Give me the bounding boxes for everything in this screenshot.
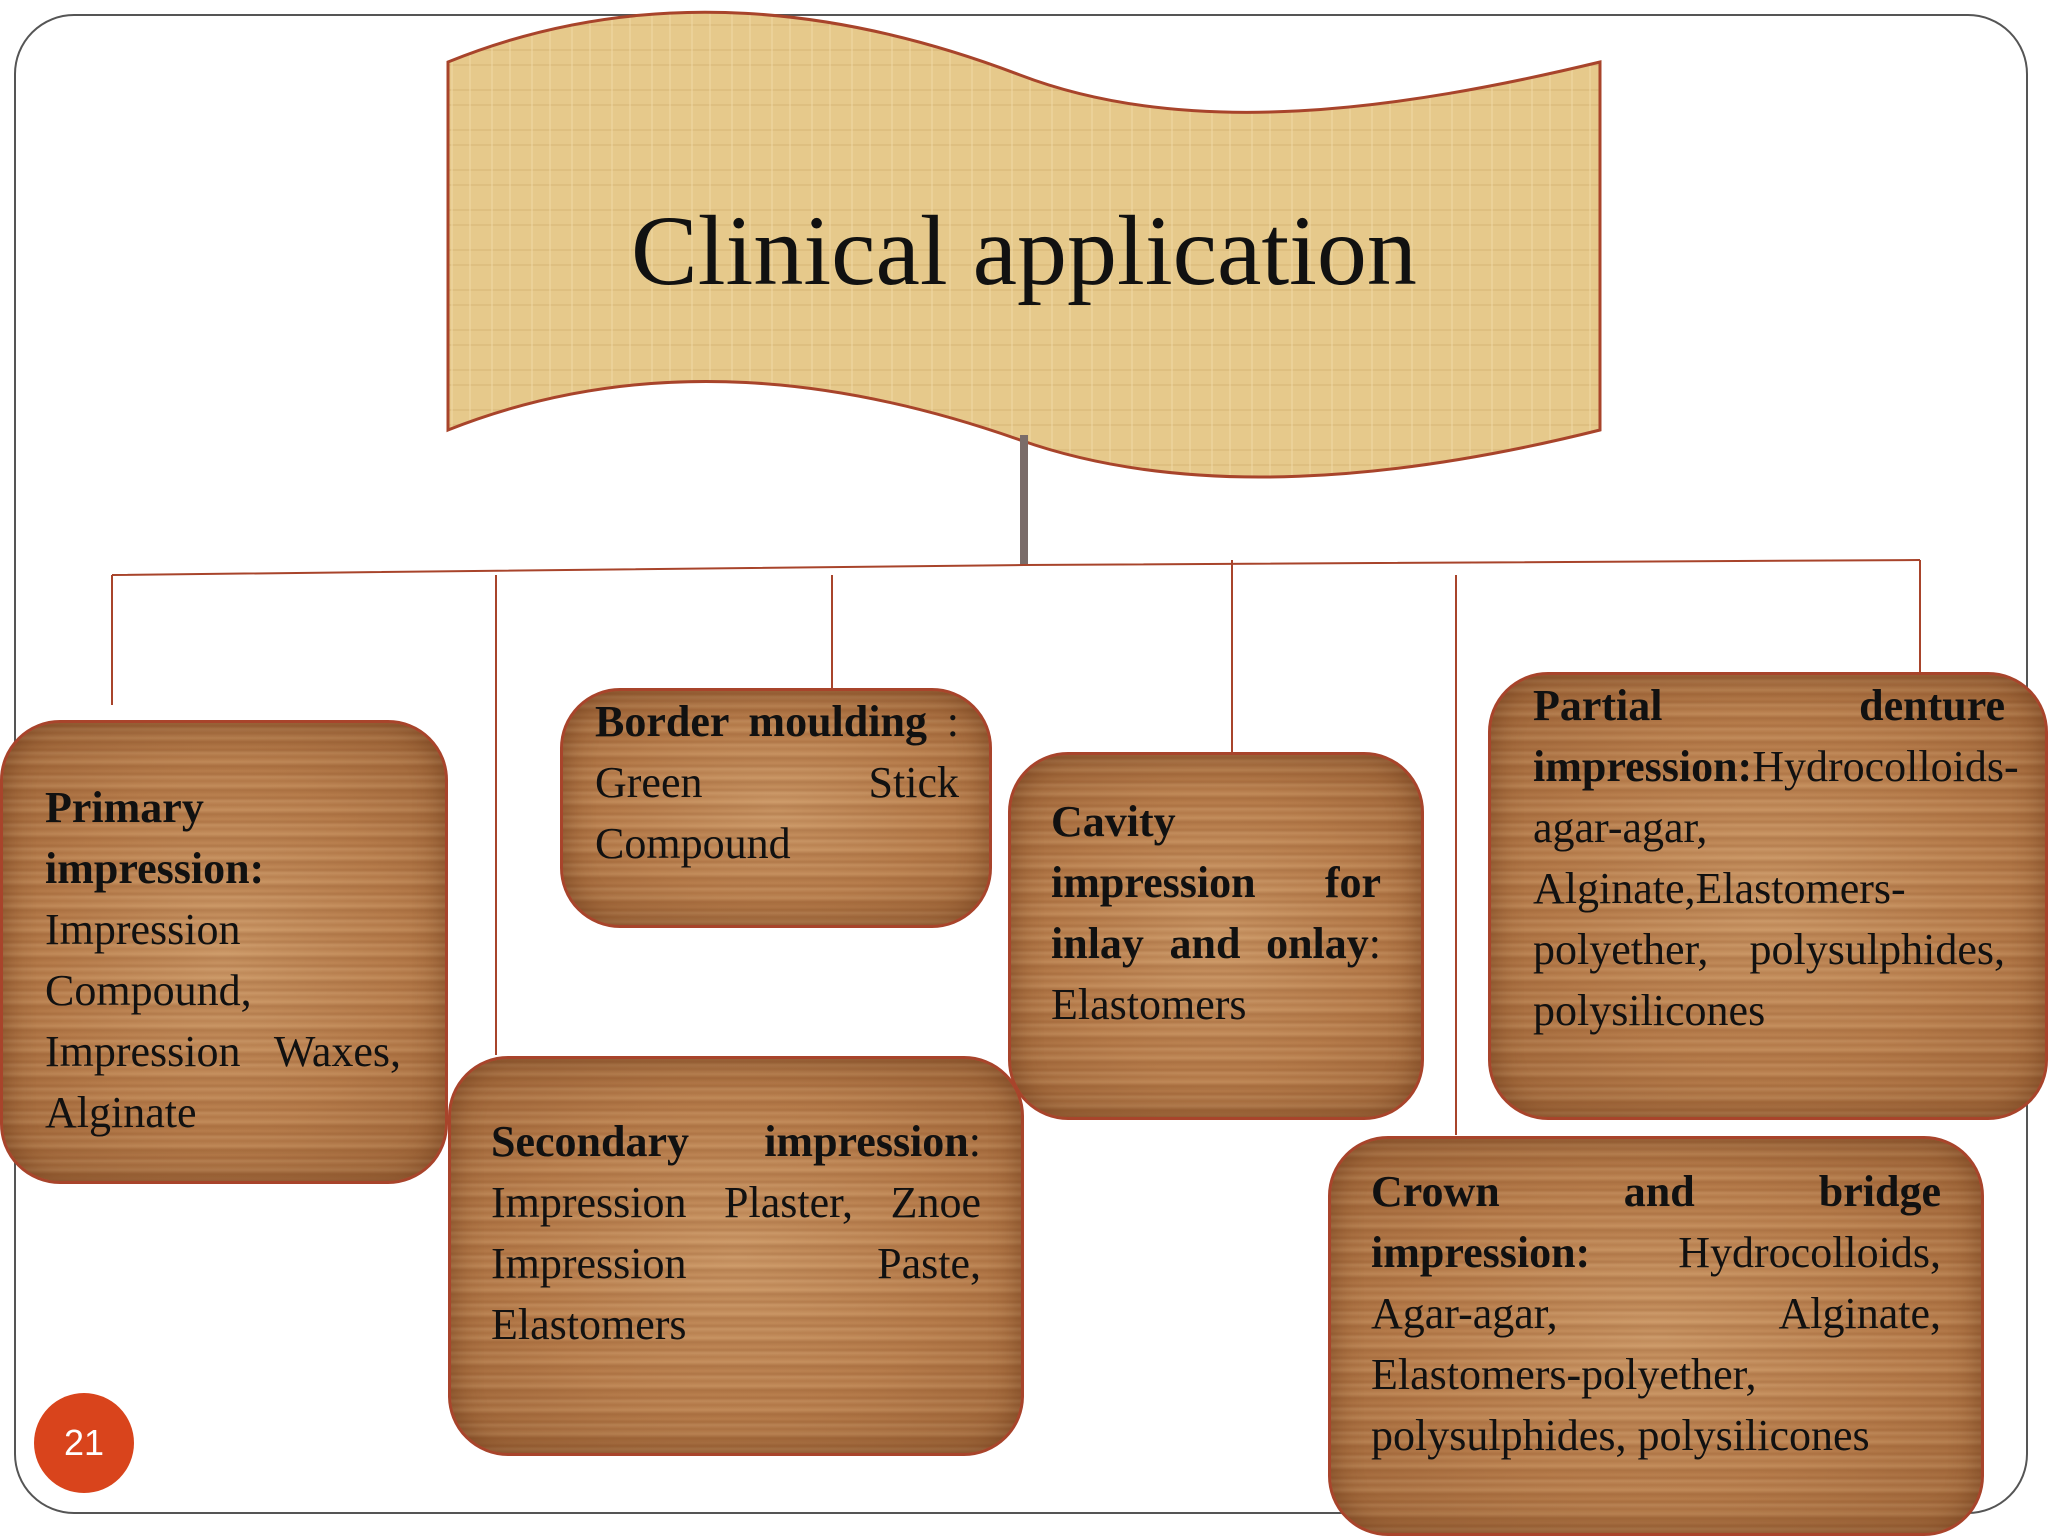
primary-impression-body: Impression Compound, Impression Waxes, A… (45, 905, 401, 1137)
slide-number-badge: 21 (34, 1393, 134, 1493)
border-moulding-heading: Border moulding (595, 697, 927, 746)
connector-bus (111, 559, 1921, 576)
cavity-impression-box: Cavity impression for inlay and onlay: E… (1008, 752, 1424, 1120)
secondary-impression-body: : Impression Plaster, Znoe Impression Pa… (491, 1117, 981, 1349)
title-banner (446, 10, 1602, 479)
page-title: Clinical application (631, 194, 1417, 306)
cavity-impression-heading: Cavity impression for inlay and onlay (1051, 797, 1381, 968)
partial-denture-heading: Partial denture impression: (1533, 681, 2005, 791)
border-moulding-box: Border moulding : Green Stick Compound (560, 688, 992, 928)
primary-impression-heading: Primary impression: (45, 783, 265, 893)
crown-bridge-box: Crown and bridge impression: Hydrocolloi… (1328, 1136, 1984, 1536)
secondary-impression-heading: Secondary impression (491, 1117, 969, 1166)
partial-denture-box: Partial denture impression:Hydrocolloids… (1488, 672, 2048, 1120)
primary-impression-box: Primary impression: Impression Compound,… (0, 720, 448, 1184)
crown-bridge-heading: Crown and bridge impression: (1371, 1167, 1941, 1277)
partial-denture-body: Hydrocolloids-agar-agar, Alginate,Elasto… (1533, 742, 2019, 1035)
cavity-impression-body: : Elastomers (1051, 919, 1381, 1029)
border-moulding-body: : Green Stick Compound (595, 697, 959, 868)
secondary-impression-box: Secondary impression: Impression Plaster… (448, 1056, 1024, 1456)
crown-bridge-body: Hydrocolloids, Agar-agar, Alginate, Elas… (1371, 1228, 1941, 1460)
